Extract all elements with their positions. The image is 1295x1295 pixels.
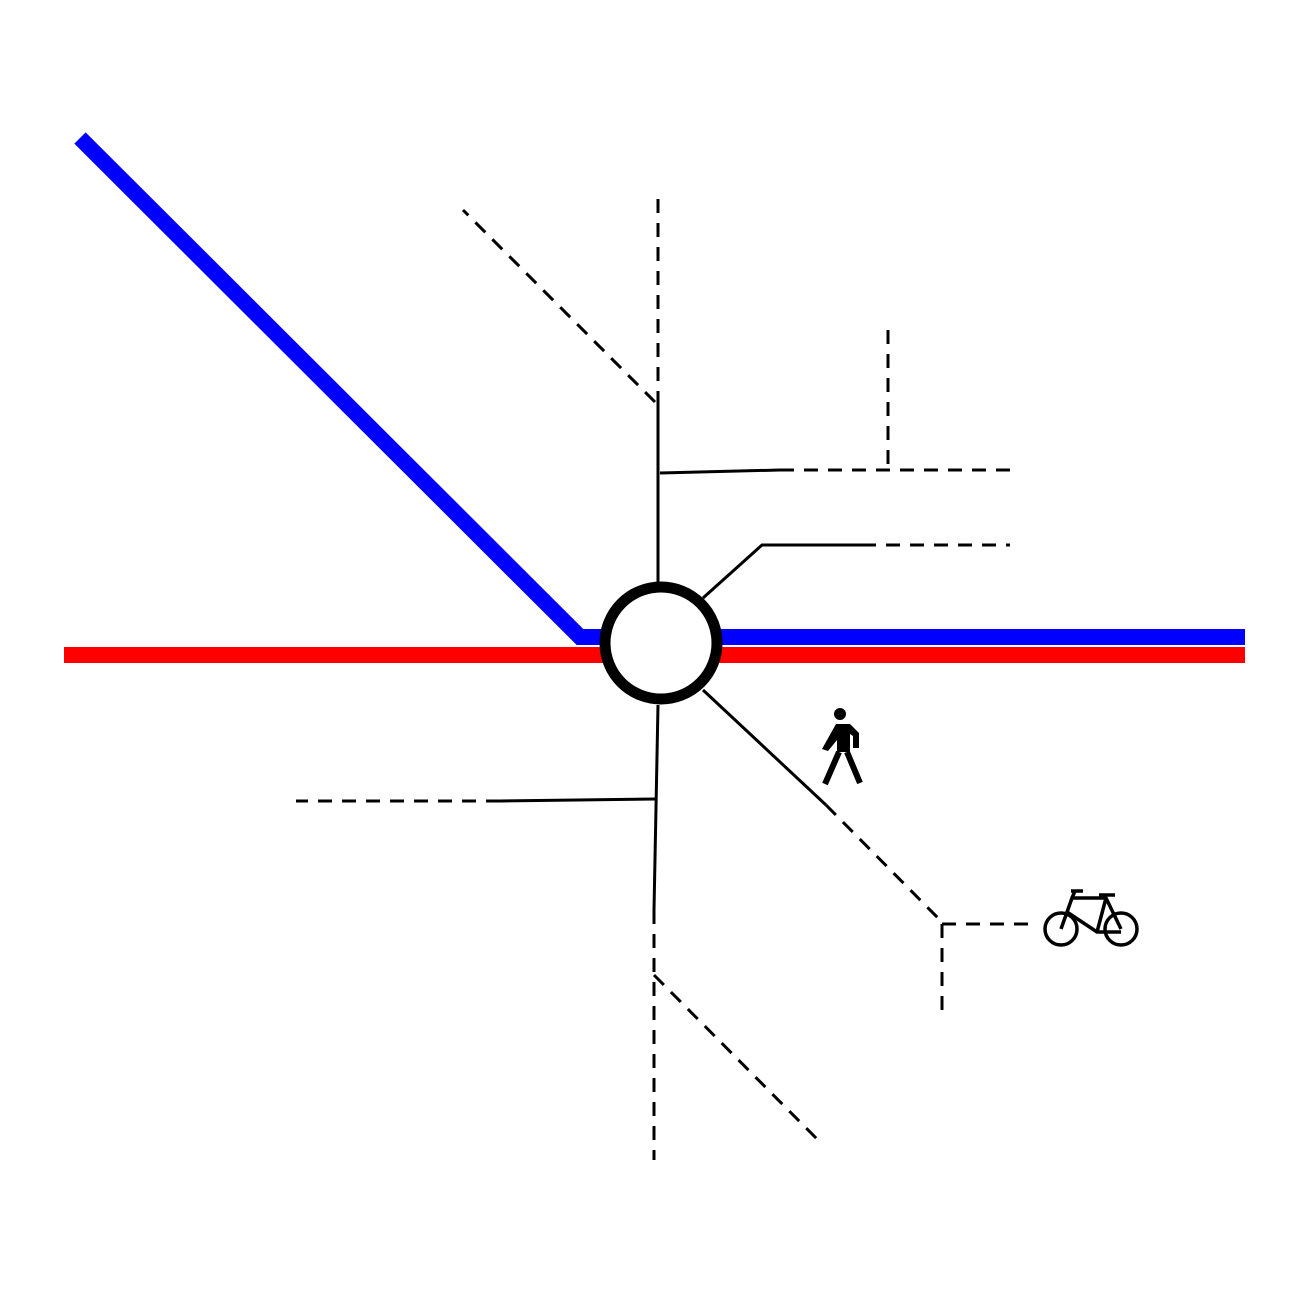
path-northwest-dashed xyxy=(461,208,657,404)
pedestrian-icon xyxy=(822,708,863,786)
path-southeast-dashed xyxy=(824,803,944,924)
bicycle-icon xyxy=(1043,889,1139,947)
path-east-solid xyxy=(701,543,862,600)
path-south-solid xyxy=(652,704,660,911)
path-southeast-solid xyxy=(701,688,828,807)
path-west-branch-solid xyxy=(499,797,656,803)
path-northeast-branch-solid xyxy=(659,468,781,475)
blue-line xyxy=(74,132,1245,645)
path-south-diagonal-dashed xyxy=(652,973,820,1142)
station-circle-icon xyxy=(599,581,723,705)
